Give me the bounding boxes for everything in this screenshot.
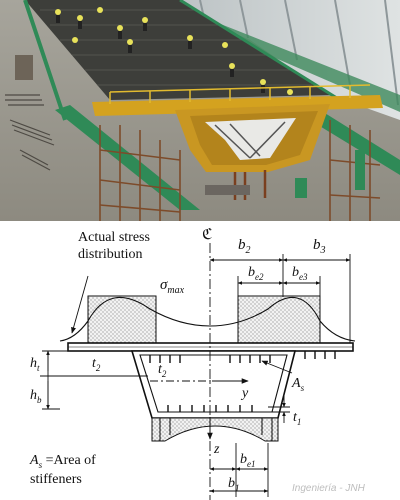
top-flange-stiffeners <box>149 351 336 363</box>
left-dimensions <box>40 350 148 410</box>
label-z-axis: z <box>213 442 220 457</box>
label-be2: be2 <box>248 265 264 282</box>
construction-photo-illustration <box>0 0 400 221</box>
label-hb: hb <box>30 388 42 405</box>
t1-dimension <box>268 396 290 423</box>
label-y-axis: y <box>240 386 249 401</box>
bottom-flange-stiffeners <box>167 405 253 412</box>
label-t2-center: t2 <box>158 362 167 379</box>
legend-area-of-stiffeners: As =Area of <box>29 453 96 470</box>
stress-block-left <box>87 295 157 347</box>
section-drawing: Actual stress distribution ℭ σmax b2 b3 … <box>29 227 366 500</box>
label-centerline: ℭ <box>202 227 213 243</box>
label-ht: ht <box>30 356 40 373</box>
label-be3: be3 <box>292 265 308 282</box>
legend-stiffeners: stiffeners <box>30 472 82 487</box>
stress-block-bottom <box>151 417 279 442</box>
label-b3: b3 <box>313 237 326 256</box>
gantry-platform <box>92 95 383 116</box>
construction-photo <box>0 0 400 221</box>
label-b2: b2 <box>238 237 251 256</box>
label-be1: be1 <box>240 452 256 469</box>
label-distribution: distribution <box>78 247 143 262</box>
label-b1: b1 <box>228 476 240 493</box>
label-actual-stress: Actual stress <box>78 230 150 245</box>
stress-distribution-curve <box>59 296 356 342</box>
box-section-inner <box>139 354 288 413</box>
label-t1: t1 <box>293 410 301 427</box>
label-t2-left: t2 <box>92 356 101 373</box>
bottom-dimensions <box>209 443 269 497</box>
watermark: Ingeniería - JNH <box>292 483 366 494</box>
stress-block-right <box>237 295 321 347</box>
box-girder-section-diagram: Actual stress distribution ℭ σmax b2 b3 … <box>0 221 400 500</box>
label-sigma-max: σmax <box>160 277 185 296</box>
label-As: As <box>291 376 305 393</box>
top-dimensions <box>209 254 351 343</box>
